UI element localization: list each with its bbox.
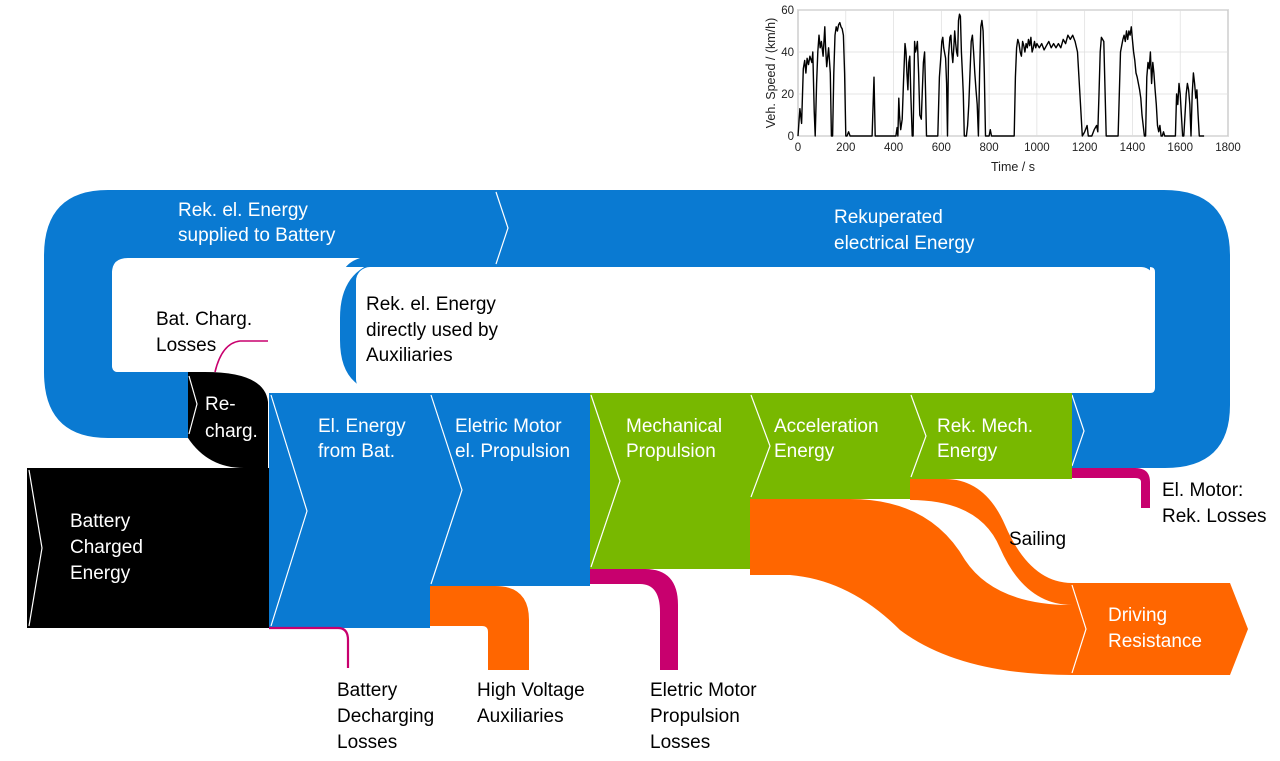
y-tick-label: 60 <box>781 5 794 17</box>
chart-x-ticks: 0 200 400 600 800 1000 1200 1400 1600 1800 <box>795 142 1241 154</box>
chevron-rek-mech <box>910 394 927 478</box>
label-rek-auxiliaries: Rek. el. Energy directly used by Auxilia… <box>366 294 503 366</box>
chevron-recharge <box>188 375 198 435</box>
node-acceleration <box>750 393 910 499</box>
motor-propulsion-losses-band <box>590 569 678 670</box>
flow-labels: Rek. el. Energy directly used by Auxilia… <box>156 294 1267 753</box>
inner-window-mid <box>340 258 360 280</box>
chevron-resistance <box>1071 584 1087 674</box>
chevron-motor <box>430 394 463 585</box>
x-tick-label: 1800 <box>1215 142 1241 154</box>
loop-chevron-right <box>1071 394 1085 467</box>
node-recharge <box>188 372 268 468</box>
label-el-energy-bat: El. Energy from Bat. <box>318 416 411 462</box>
chevron-accel <box>750 394 771 498</box>
x-tick-label: 0 <box>795 142 801 154</box>
label-recharge: Re- charg. <box>205 394 258 442</box>
label-driving-resistance: Driving Resistance <box>1108 605 1202 652</box>
acceleration-resistance-band <box>750 499 1072 675</box>
node-motor-propulsion <box>430 393 590 586</box>
label-motor-propulsion: Eletric Motor el. Propulsion <box>455 416 570 462</box>
battery-decharging-losses-line <box>269 626 350 668</box>
label-motor-rek-losses: El. Motor: Rek. Losses <box>1162 480 1267 527</box>
label-sailing: Sailing <box>1009 529 1066 550</box>
node-el-energy-bat <box>269 393 430 628</box>
label-rekuperated: Rekuperated electrical Energy <box>834 207 975 254</box>
chevron-mech <box>590 394 621 568</box>
x-tick-label: 1000 <box>1024 142 1050 154</box>
label-mech-propulsion: Mechanical Propulsion <box>626 416 727 462</box>
x-tick-label: 400 <box>884 142 903 154</box>
vehicle-speed-chart: 0 200 400 600 800 1000 1200 1400 1600 1800 0 20 40 6… <box>764 5 1241 174</box>
inner-window-right <box>356 267 1155 393</box>
label-hv-auxiliaries: High Voltage Auxiliaries <box>477 680 590 727</box>
label-battery-decharging-losses: Battery Decharging Losses <box>337 680 439 753</box>
loss-flows <box>214 340 1248 675</box>
label-rek-supplied-battery: Rek. el. Energy supplied to Battery <box>178 200 336 246</box>
node-labels: Battery Charged Energy Re- charg. El. En… <box>70 200 1202 652</box>
chevron-battery <box>28 469 43 627</box>
node-columns <box>27 372 1072 628</box>
hv-auxiliaries-band <box>430 586 529 670</box>
node-rek-mech <box>910 393 1072 479</box>
node-battery-charged <box>27 468 269 628</box>
recuperation-loop <box>44 190 1230 468</box>
label-acceleration: Acceleration Energy <box>774 416 884 462</box>
label-motor-propulsion-losses: Eletric Motor Propulsion Losses <box>650 680 762 753</box>
y-tick-label: 40 <box>781 47 794 59</box>
chart-plot-area <box>797 9 1229 137</box>
speed-series-line <box>797 13 1205 137</box>
sailing-band <box>910 479 1072 605</box>
node-driving-resistance <box>1072 583 1248 675</box>
node-mech-propulsion <box>590 393 750 569</box>
chevron-el-energy <box>270 394 308 627</box>
x-tick-label: 1400 <box>1120 142 1146 154</box>
label-battery-charged: Battery Charged Energy <box>70 511 148 584</box>
x-tick-label: 200 <box>836 142 855 154</box>
loop-chevron-top <box>495 191 509 265</box>
chart-y-ticks: 0 20 40 60 <box>781 5 794 143</box>
y-tick-label: 20 <box>781 89 794 101</box>
bat-charg-losses-line <box>214 340 268 373</box>
motor-rek-losses-band <box>1072 468 1150 508</box>
x-tick-label: 1200 <box>1072 142 1098 154</box>
y-tick-label: 0 <box>788 131 794 143</box>
chart-y-label: Veh. Speed / (km/h) <box>764 18 778 128</box>
label-rek-mech: Rek. Mech. Energy <box>937 416 1038 462</box>
label-bat-charg-losses: Bat. Charg. Losses <box>156 309 257 356</box>
x-tick-label: 1600 <box>1167 142 1193 154</box>
chart-x-label: Time / s <box>991 160 1035 174</box>
x-tick-label: 800 <box>980 142 999 154</box>
inner-window-left <box>112 258 340 372</box>
x-tick-label: 600 <box>932 142 951 154</box>
